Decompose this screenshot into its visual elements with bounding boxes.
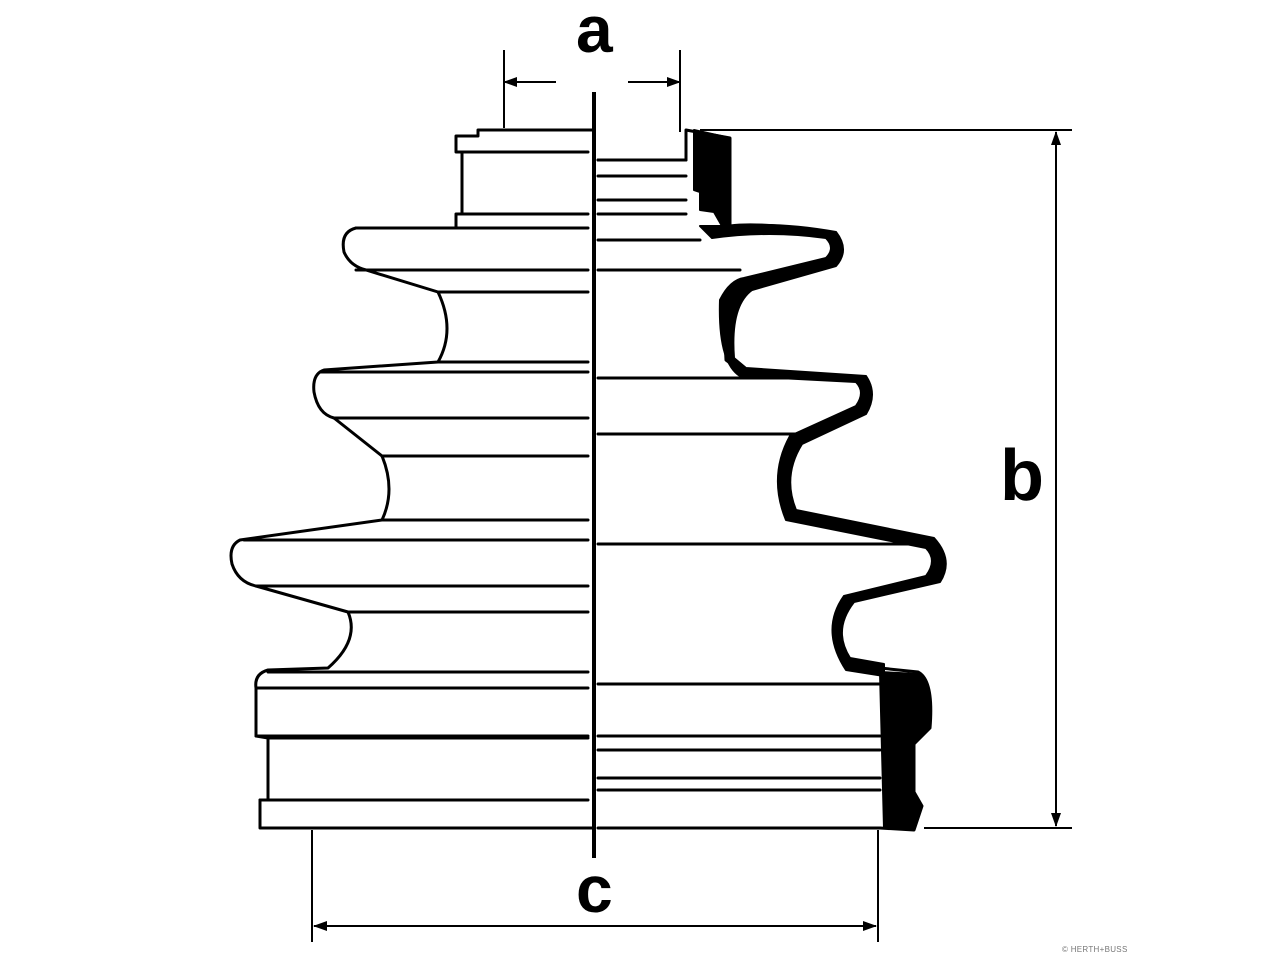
boot-section-lines-right <box>596 158 934 830</box>
dimension-c-label: c <box>576 852 613 926</box>
boot-section-lines-left <box>242 150 590 802</box>
boot-wall-section <box>693 129 947 831</box>
dimension-c <box>311 830 879 942</box>
dimension-b <box>700 129 1072 829</box>
boot-outer-profile-left <box>229 128 596 830</box>
dimension-b-label: b <box>1000 436 1044 516</box>
dimension-a-label: a <box>576 0 613 66</box>
dimension-a <box>503 50 681 132</box>
watermark: © HERTH+BUSS <box>1062 945 1128 954</box>
